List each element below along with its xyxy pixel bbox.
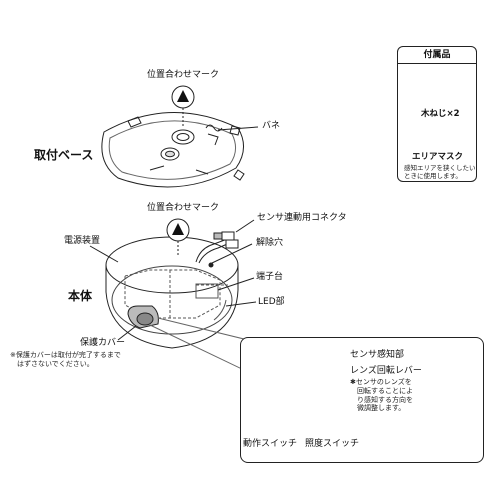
- sensor-detail-panel: [240, 337, 484, 463]
- terminal-block-label: 端子台: [256, 272, 284, 282]
- area-mask-label: エリアマスク: [412, 152, 464, 162]
- body-align-mark-label: 位置合わせマーク: [147, 203, 220, 213]
- wood-screws-label: 木ねじ×2: [421, 109, 460, 119]
- power-unit-label: 電源装置: [64, 236, 101, 246]
- release-hole-label: 解除穴: [256, 238, 284, 248]
- cover-leader: [117, 325, 137, 341]
- protective-cover-label: 保護カバー: [80, 338, 126, 348]
- spring-label: バネ: [262, 121, 281, 131]
- release-hole-leader: [211, 243, 253, 264]
- area-mask-note: 感知エリアを狭くしたい ときに使用します。: [404, 164, 476, 181]
- terminal-leader: [217, 277, 255, 291]
- main-body-name: 本体: [68, 289, 93, 303]
- accessories-title: 付属品: [398, 47, 476, 64]
- led-label: LED部: [258, 297, 285, 307]
- lens-lever-label: レンズ回転レバー: [350, 366, 422, 376]
- body-align-mark: [166, 218, 190, 256]
- power-unit-leader: [89, 245, 119, 263]
- lens-lever-note: ✱センサのレンズを 回転することによ り感知する方向を 微調整します。: [350, 378, 413, 413]
- sensor-connector: [195, 231, 239, 264]
- mounting-base-plate: [101, 111, 245, 188]
- sensor-part-label: センサ感知部: [350, 350, 405, 360]
- base-align-mark: [171, 85, 195, 127]
- led-leader: [225, 301, 257, 307]
- mounting-base-name: 取付ベース: [34, 148, 94, 162]
- illuminance-switch-label: 照度スイッチ: [305, 439, 360, 449]
- base-align-mark-label: 位置合わせマーク: [147, 70, 220, 80]
- connector-leader: [235, 219, 255, 233]
- operation-switch-label: 動作スイッチ: [243, 439, 298, 449]
- spring-leader: [217, 126, 259, 131]
- protective-cover-note: ※保護カバーは取付が完了するまで はずさないでください。: [10, 351, 121, 368]
- accessories-panel: 付属品: [397, 46, 477, 182]
- sensor-connector-label: センサ連動用コネクタ: [257, 213, 347, 223]
- main-body-shell: [105, 236, 239, 349]
